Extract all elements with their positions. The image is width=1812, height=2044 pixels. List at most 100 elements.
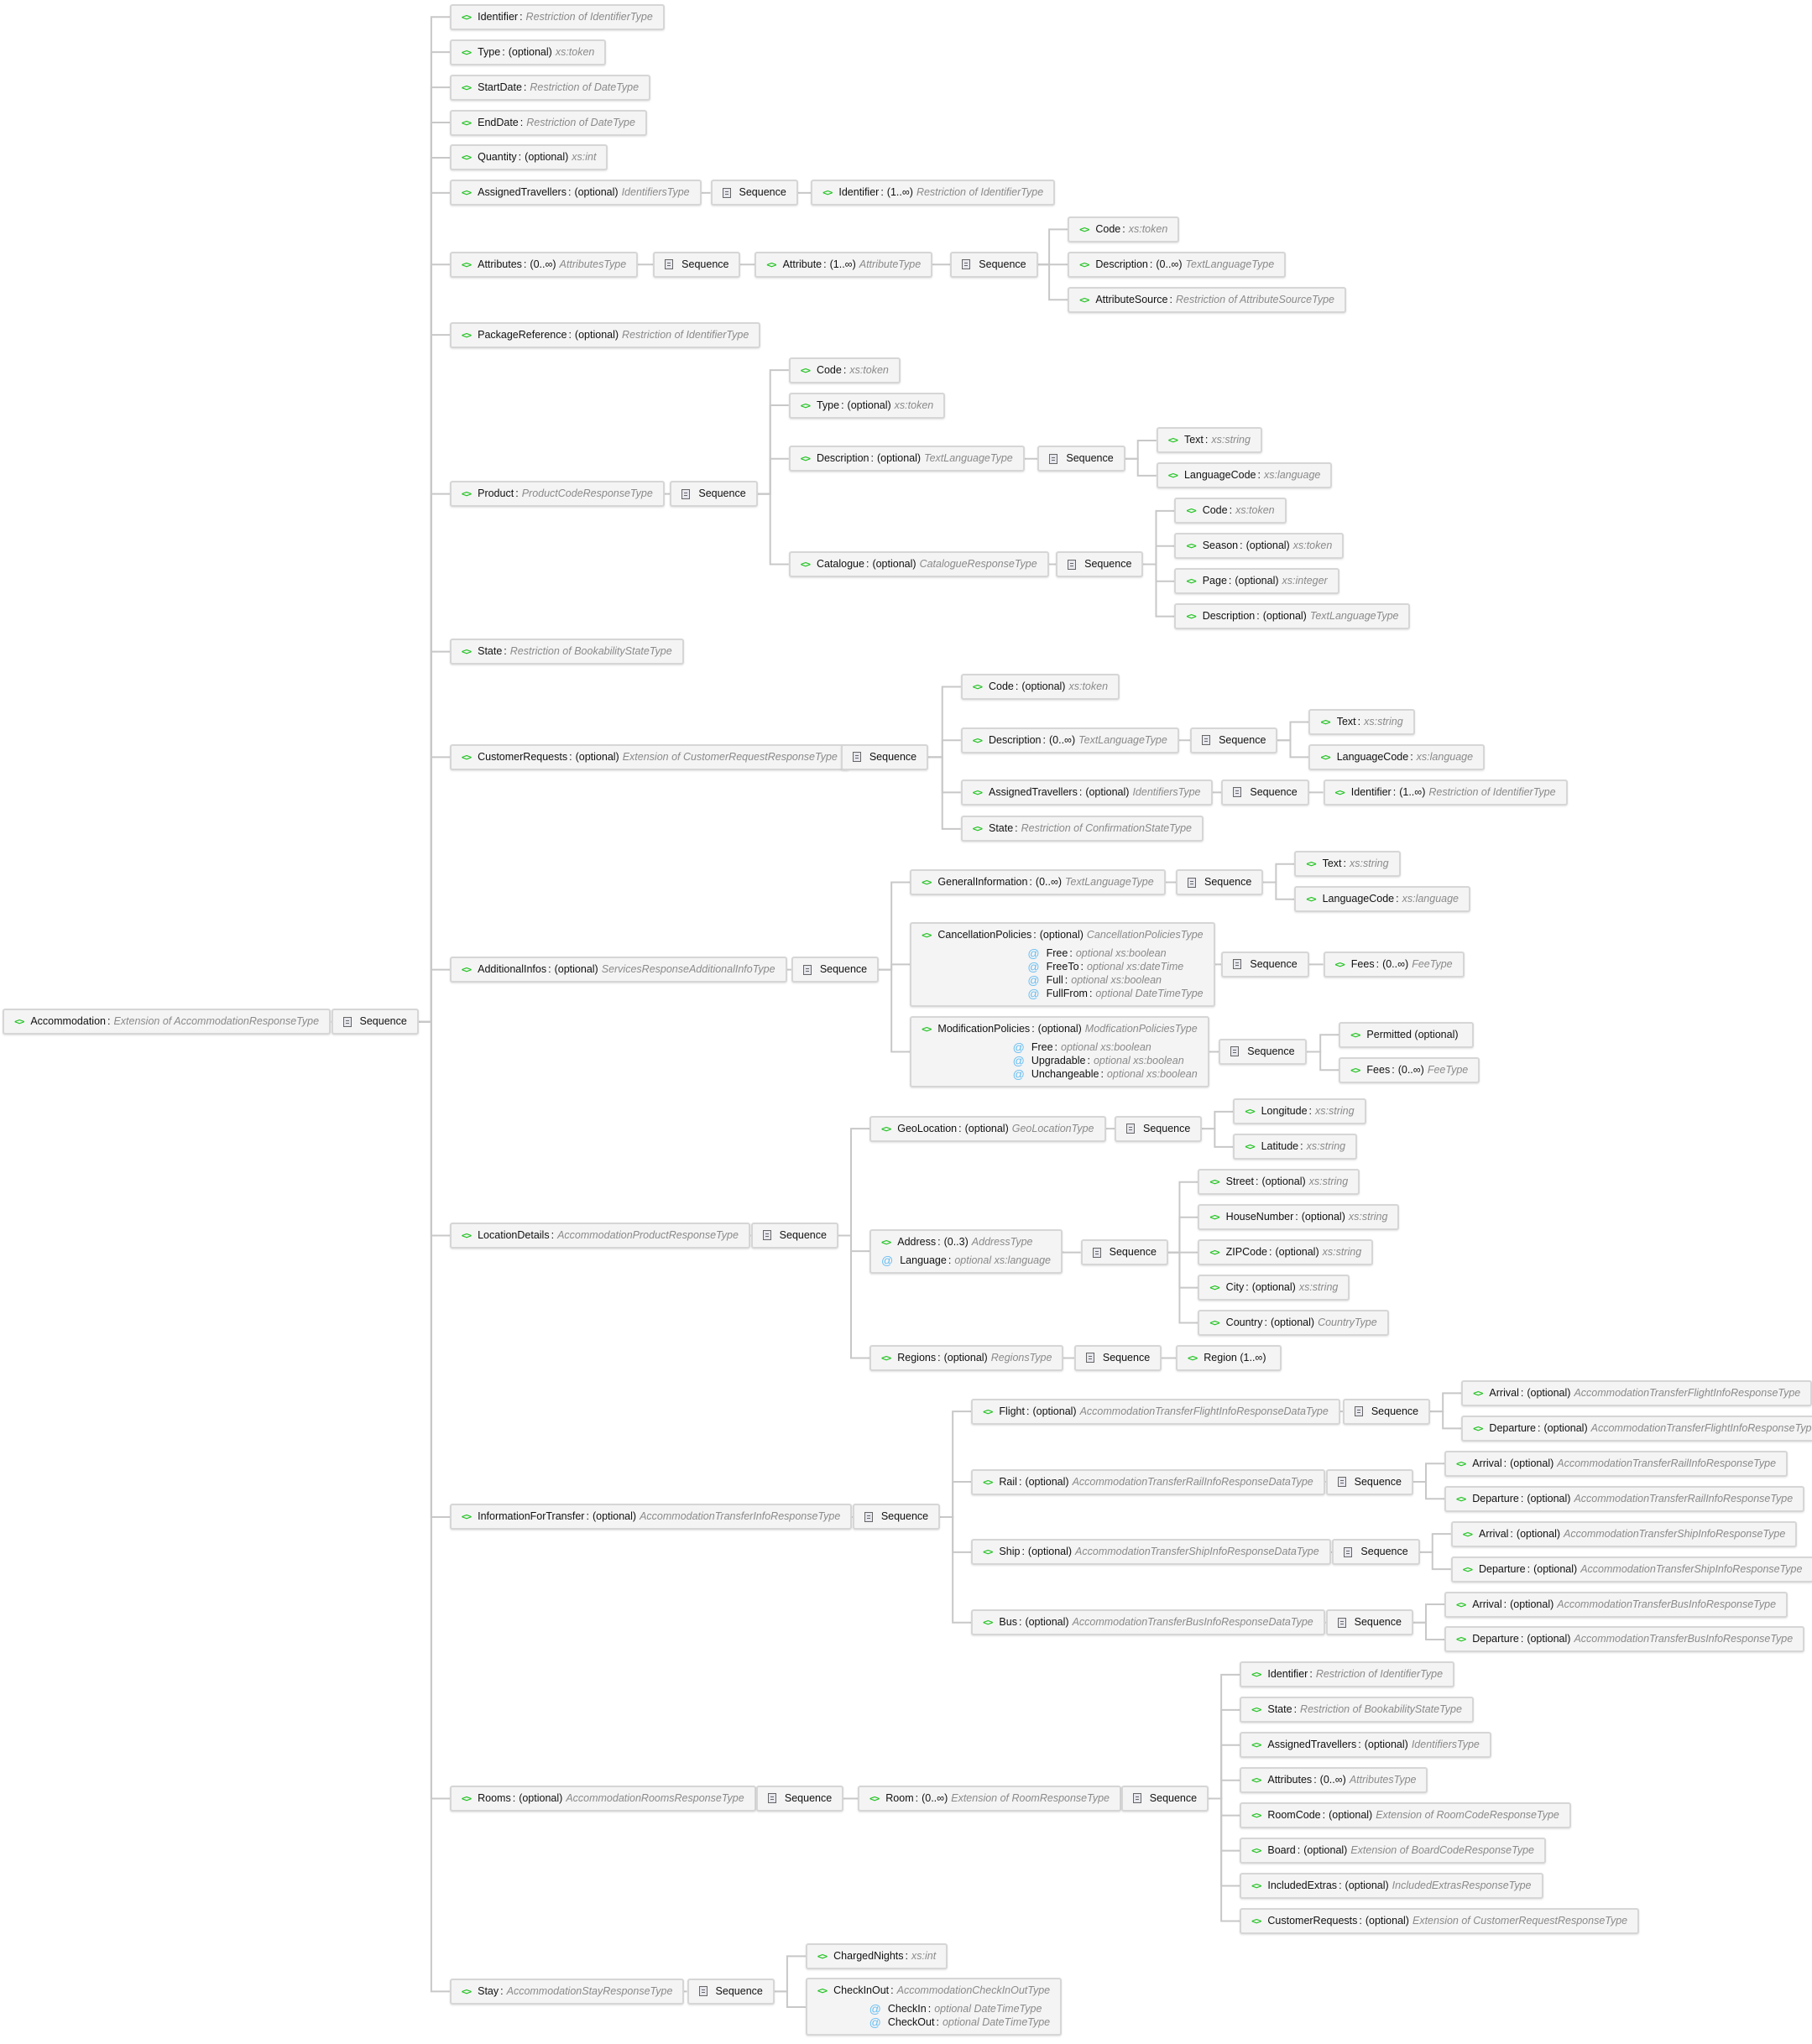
element-node-description[interactable]: <>Description:(optional)TextLanguageType: [1174, 603, 1411, 630]
element-node-stay[interactable]: <>Stay:AccommodationStayResponseType: [449, 1978, 685, 2005]
sequence-node[interactable]: Sequence: [950, 251, 1038, 278]
sequence-node[interactable]: Sequence: [1325, 1468, 1413, 1495]
sequence-node[interactable]: Sequence: [1342, 1398, 1431, 1425]
element-node-season[interactable]: <>Season:(optional)xs:token: [1174, 533, 1345, 560]
element-node-additionalinfos[interactable]: <>AdditionalInfos:(optional)ServicesResp…: [449, 957, 787, 983]
element-node-identifier[interactable]: <>Identifier:(1..∞)Restriction of Identi…: [811, 180, 1056, 206]
sequence-node[interactable]: Sequence: [840, 743, 929, 770]
sequence-node[interactable]: Sequence: [710, 180, 798, 206]
element-node-languagecode[interactable]: <>LanguageCode:xs:language: [1294, 886, 1471, 913]
element-node-city[interactable]: <>City:(optional)xs:string: [1198, 1275, 1350, 1301]
sequence-node[interactable]: Sequence: [1120, 1785, 1209, 1812]
element-node-room[interactable]: <>Room:(0..∞)Extension of RoomResponseTy…: [858, 1785, 1121, 1812]
element-node-roomcode[interactable]: <>RoomCode:(optional)Extension of RoomCo…: [1240, 1802, 1571, 1829]
element-node-description[interactable]: <>Description:(optional)TextLanguageType: [788, 446, 1025, 472]
element-node-identifier[interactable]: <>Identifier:Restriction of IdentifierTy…: [449, 3, 665, 30]
element-node-locationdetails[interactable]: <>LocationDetails:AccommodationProductRe…: [449, 1222, 750, 1249]
element-node-flight[interactable]: <>Flight:(optional)AccommodationTransfer…: [971, 1398, 1340, 1425]
element-node-rail[interactable]: <>Rail:(optional)AccommodationTransferRa…: [971, 1468, 1325, 1495]
element-node-code[interactable]: <>Code:xs:token: [1174, 498, 1287, 524]
element-node-customerrequests[interactable]: <>CustomerRequests:(optional)Extension o…: [1240, 1907, 1640, 1934]
sequence-node[interactable]: Sequence: [1221, 779, 1309, 806]
element-node-housenumber[interactable]: <>HouseNumber:(optional)xs:string: [1198, 1204, 1400, 1231]
element-node-rooms[interactable]: <>Rooms:(optional)AccommodationRoomsResp…: [449, 1785, 756, 1812]
sequence-node[interactable]: Sequence: [687, 1978, 775, 2005]
element-node-geolocation[interactable]: <>GeoLocation:(optional)GeoLocationType: [869, 1115, 1106, 1142]
element-node-departure[interactable]: <>Departure:(optional)AccommodationTrans…: [1444, 1485, 1805, 1512]
element-node-arrival[interactable]: <>Arrival:(optional)AccommodationTransfe…: [1444, 1450, 1789, 1477]
element-node-attributes[interactable]: <>Attributes:(0..∞)AttributesType: [1240, 1767, 1428, 1794]
element-node-languagecode[interactable]: <>LanguageCode:xs:language: [1308, 743, 1486, 770]
element-node-state[interactable]: <>State:Restriction of BookabilityStateT…: [1240, 1697, 1474, 1723]
element-node-attribute[interactable]: <>Attribute:(1..∞)AttributeType: [755, 251, 933, 278]
element-node-bus[interactable]: <>Bus:(optional)AccommodationTransferBus…: [971, 1609, 1325, 1636]
sequence-node[interactable]: Sequence: [1219, 1038, 1307, 1065]
element-node-text[interactable]: <>Text:xs:string: [1156, 427, 1262, 454]
element-node-type[interactable]: <>Type:(optional)xs:token: [449, 39, 607, 65]
element-node-startdate[interactable]: <>StartDate:Restriction of DateType: [449, 74, 651, 101]
element-node-longitude[interactable]: <>Longitude:xs:string: [1233, 1098, 1366, 1125]
element-node-state[interactable]: <>State:Restriction of BookabilityStateT…: [449, 639, 684, 665]
element-node-regions[interactable]: <>Regions:(optional)RegionsType: [869, 1344, 1064, 1371]
sequence-node[interactable]: Sequence: [852, 1504, 941, 1530]
element-node-page[interactable]: <>Page:(optional)xs:integer: [1174, 568, 1339, 595]
element-node-arrival[interactable]: <>Arrival:(optional)AccommodationTransfe…: [1450, 1520, 1798, 1547]
element-node-languagecode[interactable]: <>LanguageCode:xs:language: [1156, 462, 1333, 489]
element-node-departure[interactable]: <>Departure:(optional)AccommodationTrans…: [1444, 1626, 1805, 1653]
element-node-arrival[interactable]: <>Arrival:(optional)AccommodationTransfe…: [1461, 1379, 1812, 1406]
element-node-catalogue[interactable]: <>Catalogue:(optional)CatalogueResponseT…: [788, 551, 1049, 578]
element-node-assignedtravellers[interactable]: <>AssignedTravellers:(optional)Identifie…: [449, 180, 702, 206]
element-node-cancellationpolicies[interactable]: <>CancellationPolicies:(optional)Cancell…: [910, 921, 1215, 1007]
element-node-identifier[interactable]: <>Identifier:(1..∞)Restriction of Identi…: [1323, 779, 1568, 806]
element-node-code[interactable]: <>Code:xs:token: [1068, 216, 1180, 242]
element-node-fees[interactable]: <>Fees:(0..∞)FeeType: [1339, 1056, 1480, 1083]
sequence-node[interactable]: Sequence: [1080, 1239, 1168, 1266]
element-node-state[interactable]: <>State:Restriction of ConfirmationState…: [960, 816, 1204, 842]
element-node-latitude[interactable]: <>Latitude:xs:string: [1233, 1134, 1358, 1160]
element-node-assignedtravellers[interactable]: <>AssignedTravellers:(optional)Identifie…: [960, 779, 1213, 806]
element-node-checkinout[interactable]: <>CheckInOut:AccommodationCheckInOutType…: [805, 1978, 1063, 2036]
element-node-generalinformation[interactable]: <>GeneralInformation:(0..∞)TextLanguageT…: [910, 869, 1166, 896]
element-node-modificationpolicies[interactable]: <>ModificationPolicies:(optional)Modfica…: [910, 1015, 1209, 1087]
element-node-quantity[interactable]: <>Quantity:(optional)xs:int: [449, 144, 608, 171]
element-node-text[interactable]: <>Text:xs:string: [1294, 851, 1401, 878]
element-node-informationfortransfer[interactable]: <>InformationForTransfer:(optional)Accom…: [449, 1504, 853, 1530]
sequence-node[interactable]: Sequence: [750, 1222, 838, 1249]
element-node-code[interactable]: <>Code:(optional)xs:token: [960, 674, 1120, 701]
element-node-permitted[interactable]: <>Permitted (optional): [1339, 1021, 1474, 1048]
element-node-arrival[interactable]: <>Arrival:(optional)AccommodationTransfe…: [1444, 1591, 1789, 1618]
sequence-node[interactable]: Sequence: [331, 1009, 419, 1035]
element-node-chargednights[interactable]: <>ChargedNights:xs:int: [805, 1942, 948, 1969]
element-node-street[interactable]: <>Street:(optional)xs:string: [1198, 1169, 1360, 1196]
sequence-node[interactable]: Sequence: [1115, 1115, 1203, 1142]
sequence-node[interactable]: Sequence: [791, 957, 880, 983]
sequence-node[interactable]: Sequence: [1073, 1344, 1162, 1371]
element-node-departure[interactable]: <>Departure:(optional)AccommodationTrans…: [1461, 1415, 1812, 1442]
element-node-attributes[interactable]: <>Attributes:(0..∞)AttributesType: [449, 251, 639, 278]
element-node-identifier[interactable]: <>Identifier:Restriction of IdentifierTy…: [1240, 1661, 1455, 1688]
element-node-country[interactable]: <>Country:(optional)CountryType: [1198, 1310, 1389, 1337]
element-node-description[interactable]: <>Description:(0..∞)TextLanguageType: [1068, 251, 1287, 278]
sequence-node[interactable]: Sequence: [1221, 951, 1309, 978]
sequence-node[interactable]: Sequence: [670, 481, 758, 508]
element-node-code[interactable]: <>Code:xs:token: [788, 357, 901, 383]
element-node-ship[interactable]: <>Ship:(optional)AccommodationTransferSh…: [971, 1539, 1331, 1566]
element-node-description[interactable]: <>Description:(0..∞)TextLanguageType: [960, 727, 1179, 753]
element-node-attributesource[interactable]: <>AttributeSource:Restriction of Attribu…: [1068, 286, 1346, 313]
sequence-node[interactable]: Sequence: [653, 251, 741, 278]
sequence-node[interactable]: Sequence: [1037, 446, 1125, 472]
element-node-enddate[interactable]: <>EndDate:Restriction of DateType: [449, 109, 647, 136]
sequence-node[interactable]: Sequence: [1176, 869, 1264, 896]
element-node-address[interactable]: <>Address:(0..3)AddressType@Language:opt…: [869, 1228, 1063, 1274]
element-node-fees[interactable]: <>Fees:(0..∞)FeeType: [1323, 951, 1465, 978]
element-node-assignedtravellers[interactable]: <>AssignedTravellers:(optional)Identifie…: [1240, 1732, 1491, 1759]
element-node-customerrequests[interactable]: <>CustomerRequests:(optional)Extension o…: [449, 743, 849, 770]
sequence-node[interactable]: Sequence: [755, 1785, 844, 1812]
element-node-accommodation[interactable]: <>Accommodation:Extension of Accommodati…: [3, 1009, 332, 1035]
element-node-packagereference[interactable]: <>PackageReference:(optional)Restriction…: [449, 321, 761, 348]
sequence-node[interactable]: Sequence: [1056, 551, 1144, 578]
element-node-zipcode[interactable]: <>ZIPCode:(optional)xs:string: [1198, 1239, 1374, 1266]
element-node-includedextras[interactable]: <>IncludedExtras:(optional)IncludedExtra…: [1240, 1873, 1543, 1900]
element-node-region[interactable]: <>Region (1..∞): [1176, 1344, 1282, 1371]
sequence-node[interactable]: Sequence: [1332, 1539, 1420, 1566]
